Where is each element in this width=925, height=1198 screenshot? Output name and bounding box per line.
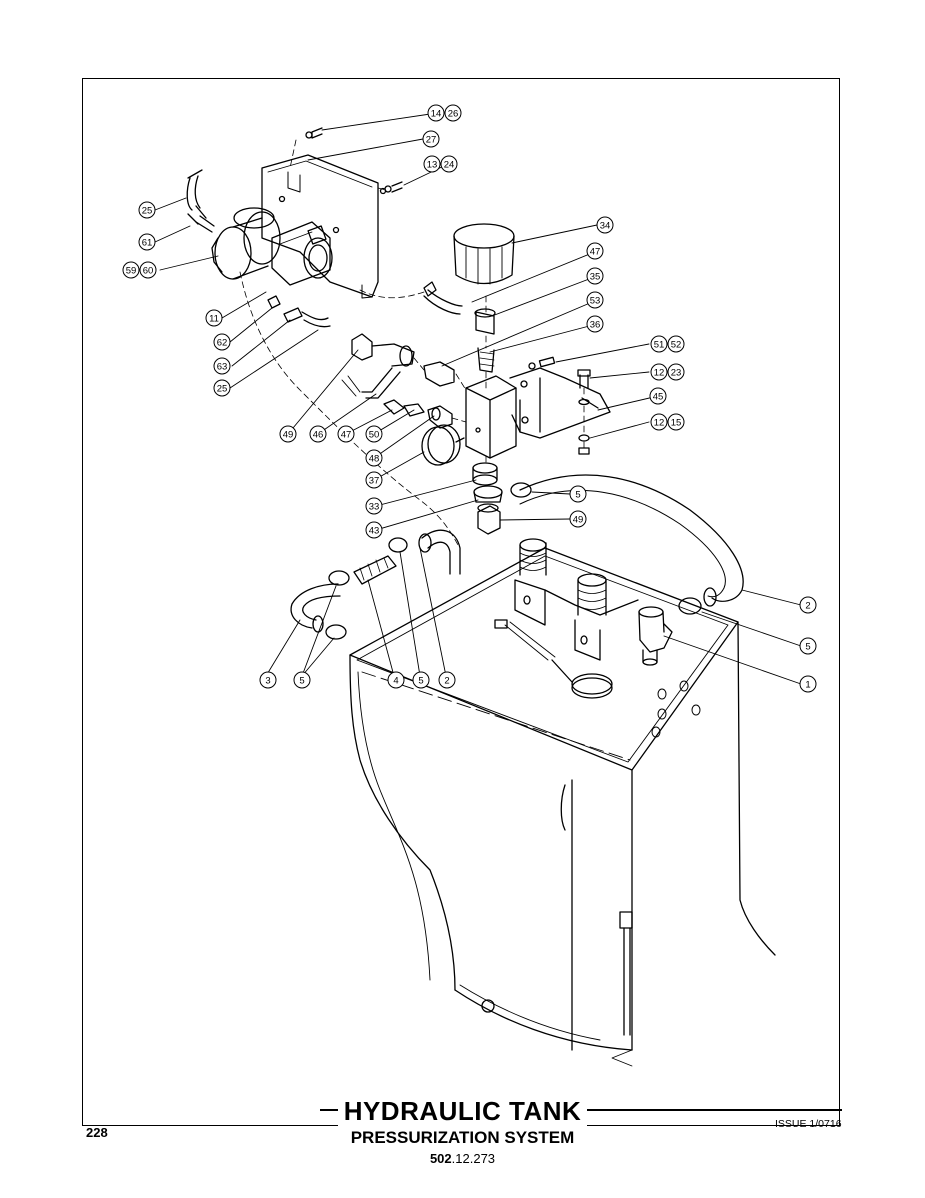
callout-15: 15 [671,418,682,429]
callout-52: 52 [671,340,682,351]
tank-mount-holes [651,680,701,738]
callout-47: 47 [341,430,352,441]
valve-mount-bracket [261,154,379,299]
callout-12: 12 [654,368,665,379]
page-subtitle: PRESSURIZATION SYSTEM [350,1128,575,1147]
callout-43: 43 [369,526,380,537]
breather-adapter [474,308,496,373]
callout-59: 59 [126,266,137,277]
hose-2-right [519,474,744,607]
callout-25: 25 [142,206,153,217]
manifold-block [465,375,517,459]
callout-5: 5 [299,676,304,687]
callout-13: 13 [427,160,438,171]
callout-4: 4 [393,676,398,687]
callout-47: 47 [590,247,601,258]
callout-5: 5 [575,490,580,501]
callout-2: 2 [444,676,449,687]
callout-61: 61 [142,238,153,249]
callout-11: 11 [209,314,219,325]
title-rule-right [580,1109,842,1111]
block-bracket [509,367,611,439]
tank-body [349,547,776,1067]
fittings-62-63 [267,295,331,328]
callout-23: 23 [671,368,682,379]
page-title: HYDRAULIC TANK [0,1096,925,1127]
hose-2-left [418,529,461,575]
leader-lines [154,112,802,685]
callout-46: 46 [313,430,324,441]
callout-26: 26 [448,109,459,120]
callout-60: 60 [143,266,154,277]
callout-2: 2 [805,601,810,612]
callout-48: 48 [369,454,380,465]
callout-12: 12 [654,418,665,429]
callout-bubbles [122,104,817,693]
title-rule-left [320,1109,344,1111]
callout-63: 63 [217,362,228,373]
callout-33: 33 [369,502,380,513]
callout-14: 14 [431,109,442,120]
pressure-gauge [421,424,465,466]
callout-36: 36 [590,320,601,331]
callout-1: 1 [805,680,810,691]
callout-24: 24 [444,160,455,171]
hose-clamps [325,482,702,640]
callout-37: 37 [369,476,380,487]
callout-5: 5 [418,676,423,687]
callout-51: 51 [654,340,665,351]
callout-34: 34 [600,221,611,232]
tank-level-sender [494,619,613,699]
drawing-code: 502.12.273 [429,1151,496,1166]
hose-3 [290,583,341,633]
callout-35: 35 [590,272,601,283]
screws-14-13 [305,127,403,195]
breather-cap [453,223,515,285]
quick-coupler [353,555,397,585]
callout-53: 53 [590,296,601,307]
tank-filler-necks [514,538,639,661]
callout-50: 50 [369,430,380,441]
screw-51-52 [528,356,556,370]
solenoid-valve [186,169,333,286]
callout-labels: 14 26 27 13 24 25 61 59 60 34 47 35 53 3… [126,109,811,691]
issue-label: ISSUE 1/0716 [775,1118,842,1130]
callout-25: 25 [217,384,228,395]
callout-45: 45 [653,392,664,403]
callout-49: 49 [283,430,294,441]
callout-49: 49 [573,515,584,526]
elbow-fitting-1 [638,606,673,666]
callout-5: 5 [805,642,810,653]
breather-hose-47 [423,281,463,315]
callout-27: 27 [426,135,437,146]
elbow-and-hose-46 [341,333,455,429]
fitting-33-43 [472,462,503,535]
page-number: 228 [86,1125,108,1140]
callout-3: 3 [265,676,270,687]
callout-62: 62 [217,338,228,349]
